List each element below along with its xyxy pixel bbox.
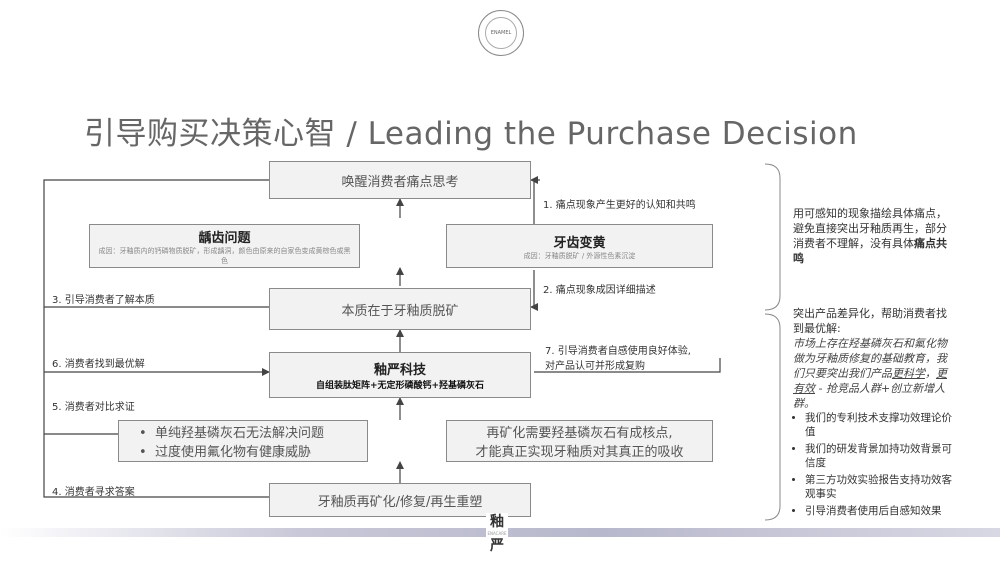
box-right-issue: 再矿化需要羟基磷灰石有成核点, 才能真正实现牙釉质对其真正的吸收 bbox=[446, 420, 713, 462]
box-caries: 龋齿问题 成因：牙釉质内的钙磷物质脱矿，形成龋洞，颜色由原来的自家色变成黄棕色或… bbox=[89, 224, 360, 268]
box-left-issue-line2: • 过度使用氟化物有健康威胁 bbox=[139, 445, 311, 460]
box-tech: 釉严科技 自组装肽矩阵+无定形磷酸钙+羟基磷灰石 bbox=[269, 352, 531, 398]
footer-brand-tiny: ENACARE bbox=[487, 531, 507, 536]
box-essence: 本质在于牙釉质脱矿 bbox=[269, 288, 531, 330]
box-tech-detail: 自组装肽矩阵+无定形磷酸钙+羟基磷灰石 bbox=[315, 381, 485, 391]
label-step-2: 2. 痛点现象成因详细描述 bbox=[543, 285, 656, 296]
box-awaken-pain-label: 唤醒消费者痛点思考 bbox=[341, 174, 459, 190]
box-right-issue-line1: 再矿化需要羟基磷灰石有成核点, bbox=[486, 426, 673, 441]
box-yellow-title: 牙齿变黄 bbox=[553, 235, 606, 251]
label-step-3: 3. 引导消费者了解本质 bbox=[52, 295, 155, 306]
side-bullet-3: 第三方功效实验报告支持功效客观事实 bbox=[805, 473, 957, 501]
box-right-issue-line2: 才能真正实现牙釉质对其真正的吸收 bbox=[475, 445, 684, 460]
label-step-6: 6. 消费者找到最优解 bbox=[52, 359, 145, 370]
brand-logo-text: ENAMEL bbox=[485, 17, 517, 49]
box-remineral-label: 牙釉质再矿化/修复/再生重塑 bbox=[317, 494, 483, 510]
box-tech-title: 釉严科技 bbox=[373, 363, 426, 378]
side-note-intro: 突出产品差异化，帮助消费者找到最优解: bbox=[793, 307, 947, 335]
side-note-emphasis: 市场上存在羟基磷灰石和氟化物做为牙釉质修复的基础教育，我们只要突出我们产品更科学… bbox=[793, 337, 947, 410]
box-essence-label: 本质在于牙釉质脱矿 bbox=[341, 303, 459, 319]
label-step-4: 4. 消费者寻求答案 bbox=[52, 487, 135, 498]
side-bullet-1: 我们的专利技术支撑功效理论价值 bbox=[805, 411, 957, 439]
bracket-bottom bbox=[764, 313, 781, 521]
side-note-top: 用可感知的现象描绘具体痛点，避免直接突出牙釉质再生，部分消费者不理解，没有具体痛… bbox=[793, 206, 957, 266]
label-step-7b: 对产品认可并形成复购 bbox=[545, 361, 645, 372]
box-yellow-reason: 成因：牙釉质脱矿 / 外源性色素沉淀 bbox=[523, 251, 636, 260]
box-caries-title: 龋齿问题 bbox=[198, 230, 251, 246]
loop-right-2 bbox=[533, 270, 538, 308]
page-title: 引导购买决策心智 / Leading the Purchase Decision bbox=[84, 116, 858, 152]
label-step-1: 1. 痛点现象产生更好的认知和共鸣 bbox=[543, 200, 696, 211]
side-note-top-text: 用可感知的现象描绘具体痛点，避免直接突出牙釉质再生，部分消费者不理解，没有具体 bbox=[793, 207, 947, 250]
box-yellow-teeth: 牙齿变黄 成因：牙釉质脱矿 / 外源性色素沉淀 bbox=[446, 224, 713, 268]
label-step-7a: 7. 引导消费者自感使用良好体验, bbox=[545, 346, 691, 357]
side-note-bottom: 突出产品差异化，帮助消费者找到最优解: 市场上存在羟基磷灰石和氟化物做为牙釉质修… bbox=[793, 306, 957, 521]
label-step-5: 5. 消费者对比求证 bbox=[52, 402, 135, 413]
footer-brand-mark: 釉 ENACARE 严 bbox=[486, 513, 508, 557]
footer-brand-char2: 严 bbox=[490, 538, 504, 554]
side-note-top-bold: 痛点共鸣 bbox=[793, 237, 947, 265]
side-note-bullets: 我们的专利技术支撑功效理论价值 我们的研发背景加持功效背景可信度 第三方功效实验… bbox=[793, 411, 957, 518]
box-left-issue: • 单纯羟基磷灰石无法解决问题 • 过度使用氟化物有健康威胁 bbox=[118, 420, 368, 462]
bracket-top bbox=[764, 163, 781, 311]
loop-right-7 bbox=[534, 358, 721, 373]
loop-left-4 bbox=[43, 372, 269, 498]
brand-logo: ENAMEL bbox=[478, 10, 524, 56]
footer-brand-char1: 釉 bbox=[490, 514, 504, 530]
side-bullet-4: 引导消费者使用后自感知效果 bbox=[805, 504, 957, 518]
box-left-issue-line1: • 单纯羟基磷灰石无法解决问题 bbox=[139, 426, 324, 441]
loop-left-outer bbox=[43, 179, 269, 372]
box-remineral: 牙釉质再矿化/修复/再生重塑 bbox=[269, 483, 531, 517]
box-awaken-pain: 唤醒消费者痛点思考 bbox=[269, 161, 531, 199]
box-caries-reason: 成因：牙釉质内的钙磷物质脱矿，形成龋洞，颜色由原来的自家色变成黄棕色或黑色 bbox=[98, 246, 351, 265]
side-bullet-2: 我们的研发背景加持功效背景可信度 bbox=[805, 442, 957, 470]
